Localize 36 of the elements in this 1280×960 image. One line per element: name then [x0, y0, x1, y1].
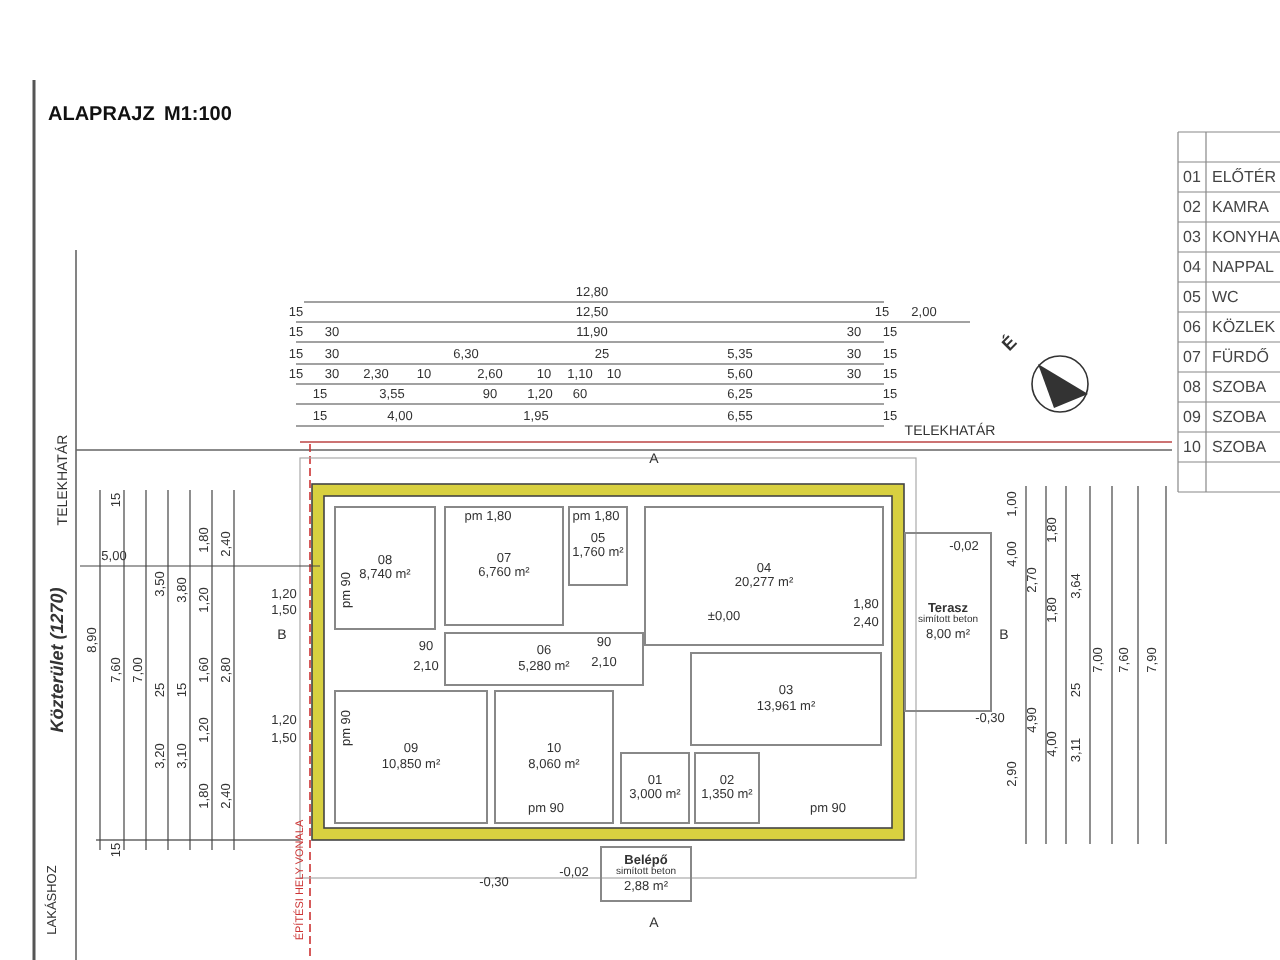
room-area: [444, 506, 564, 626]
room-number-cell: 06: [1183, 319, 1201, 335]
room-name-cell: KONYHA: [1212, 229, 1280, 245]
room-area: [694, 752, 760, 824]
room-name-cell: FÜRDŐ: [1212, 349, 1269, 365]
room-area: [334, 690, 488, 824]
room-name-cell: WC: [1212, 289, 1239, 305]
street-label: Közterület (1270): [49, 587, 67, 733]
terrace-area: [600, 846, 692, 902]
room-name-cell: SZOBA: [1212, 409, 1267, 425]
room-area: [494, 690, 614, 824]
room-number-cell: 04: [1183, 259, 1201, 275]
room-name-cell: ELŐTÉR: [1212, 169, 1277, 185]
room-number-cell: 01: [1183, 169, 1201, 185]
room-name-cell: KÖZLEK: [1212, 319, 1276, 335]
room-number-cell: 08: [1183, 379, 1201, 395]
room-area: [568, 506, 628, 586]
room-number-cell: 05: [1183, 289, 1201, 305]
title: M1:100: [164, 106, 232, 126]
room-area: [444, 632, 644, 686]
room-name-cell: SZOBA: [1212, 439, 1267, 455]
room-name-cell: KAMRA: [1212, 199, 1269, 215]
room-number-cell: 10: [1183, 439, 1201, 455]
room-name-cell: SZOBA: [1212, 379, 1267, 395]
room-number-cell: 07: [1183, 349, 1201, 365]
room-number-cell: 09: [1183, 409, 1201, 425]
room-number-cell: 03: [1183, 229, 1201, 245]
terrace-area: [904, 532, 992, 712]
room-name-cell: NAPPAL: [1212, 259, 1274, 275]
north-label: É: [999, 333, 1021, 355]
room-area: [620, 752, 690, 824]
room-area: [334, 506, 436, 630]
room-area: [644, 506, 884, 646]
room-number-cell: 02: [1183, 199, 1201, 215]
room-area: [690, 652, 882, 746]
title: ALAPRAJZ: [48, 106, 155, 126]
